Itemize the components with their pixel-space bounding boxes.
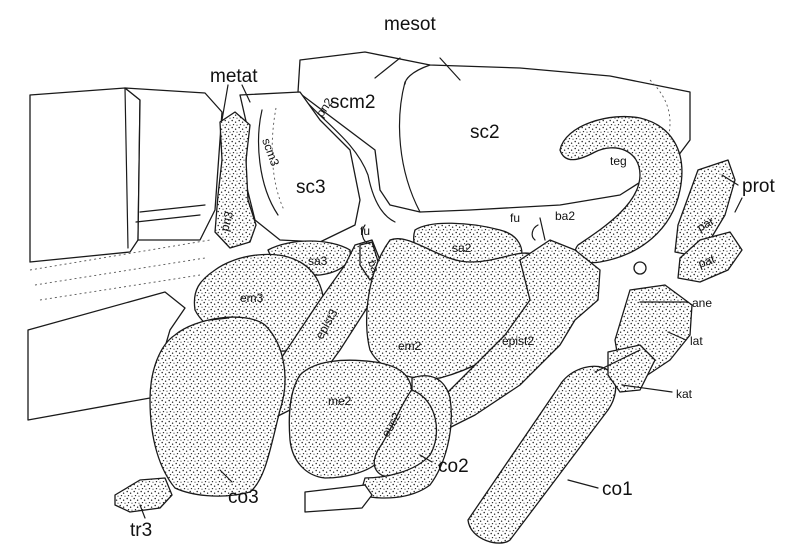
- label-co2: co2: [438, 456, 469, 477]
- label-ane: ane: [692, 296, 712, 310]
- label-fu-left: fu: [360, 224, 370, 238]
- label-teg: teg: [610, 154, 627, 168]
- label-scm2: scm2: [330, 92, 375, 113]
- label-sc3: sc3: [296, 177, 326, 198]
- label-co1: co1: [602, 479, 633, 500]
- label-ba2: ba2: [555, 209, 575, 223]
- label-epist2: epist2: [502, 334, 534, 348]
- label-sa2: sa2: [452, 241, 472, 255]
- label-em2: em2: [398, 339, 422, 353]
- label-sa3: sa3: [308, 254, 328, 268]
- label-em3: em3: [240, 291, 264, 305]
- label-me2: me2: [328, 394, 352, 408]
- label-tr3: tr3: [130, 520, 152, 541]
- label-sc2: sc2: [470, 122, 500, 143]
- label-lat: lat: [690, 334, 703, 348]
- label-metat: metat: [210, 66, 258, 87]
- label-fu-right: fu: [510, 211, 520, 225]
- label-prot: prot: [742, 176, 775, 197]
- label-kat: kat: [676, 387, 693, 401]
- label-co3: co3: [228, 487, 259, 508]
- label-mesot: mesot: [384, 14, 436, 35]
